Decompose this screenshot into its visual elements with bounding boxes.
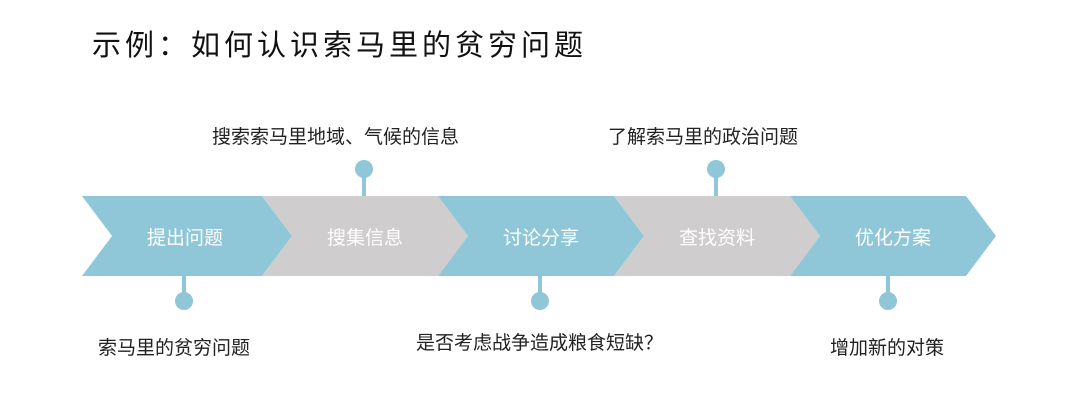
annotation-dot-bottom-3 [879, 292, 897, 310]
annotation-dot-top-1 [355, 160, 373, 178]
annotation-connector-bottom-1 [182, 276, 186, 296]
annotation-connector-bottom-2 [538, 276, 542, 296]
annotation-bottom-1: 索马里的贫穷问题 [98, 337, 251, 359]
annotation-top-1: 搜索索马里地域、气候的信息 [212, 126, 460, 148]
annotation-dot-bottom-2 [531, 292, 549, 310]
annotation-bottom-3: 增加新的对策 [830, 337, 945, 359]
step-label-3: 讨论分享 [502, 227, 579, 249]
step-chevron-1 [82, 196, 292, 276]
step-chevron-2 [262, 196, 468, 276]
step-label-5: 优化方案 [854, 227, 931, 249]
annotation-dot-top-2 [707, 160, 725, 178]
annotation-top-2: 了解索马里的政治问题 [608, 126, 799, 148]
step-chevron-4 [614, 196, 820, 276]
step-label-1: 提出问题 [146, 227, 223, 249]
step-label-4: 查找资料 [678, 227, 755, 249]
step-chevron-5 [790, 196, 996, 276]
annotation-connector-top-2 [714, 172, 718, 196]
annotation-bottom-2: 是否考虑战争造成粮食短缺？ [416, 332, 664, 354]
annotation-dot-bottom-1 [175, 292, 193, 310]
step-chevron-3 [438, 196, 644, 276]
annotation-connector-bottom-3 [886, 276, 890, 296]
step-label-2: 搜集信息 [326, 227, 403, 249]
annotation-connector-top-1 [362, 172, 366, 196]
page-title: 示例：如何认识索马里的贫穷问题 [92, 28, 588, 62]
